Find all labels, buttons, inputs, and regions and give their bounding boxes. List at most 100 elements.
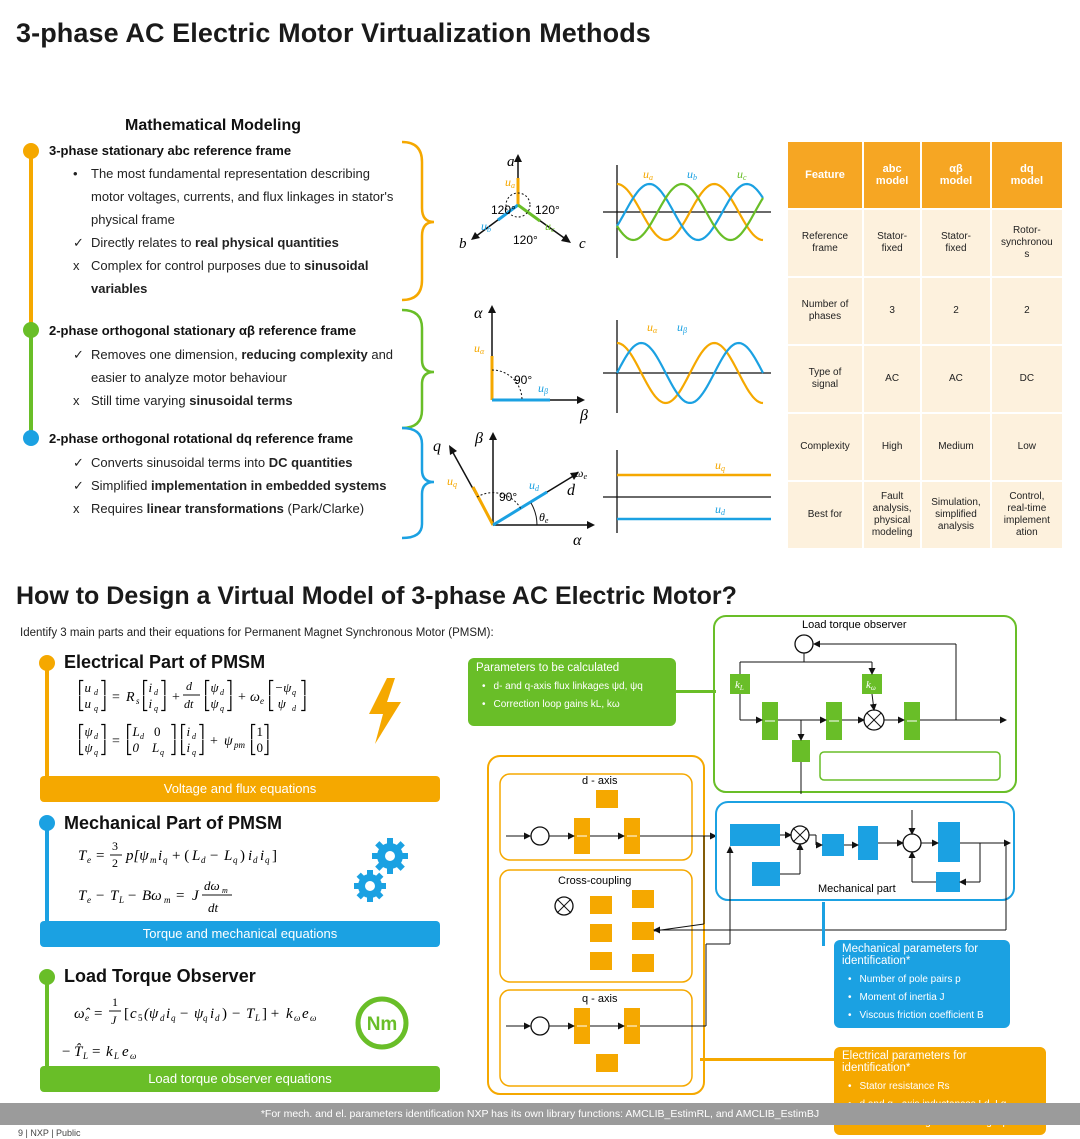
svg-text:d: d [154, 688, 159, 697]
modeling-item: ✓Simplified implementation in embedded s… [73, 474, 386, 497]
params-calculated-item: Correction loop gains kL, kω [482, 696, 668, 714]
band-electrical: Voltage and flux equations [40, 776, 440, 802]
section-items-abc: •The most fundamental representation des… [73, 162, 393, 300]
item-text: Simplified [91, 478, 151, 493]
svg-text:+: + [238, 690, 246, 705]
svg-text:⎦: ⎦ [100, 695, 107, 712]
timeline-dot-abc [23, 143, 39, 159]
dq-waveform: uq ud [603, 450, 771, 533]
dq-theta-label: θe [539, 510, 549, 525]
abc-uc-label: uc [545, 219, 555, 234]
modeling-item: ✓Directly relates to real physical quant… [73, 231, 393, 254]
svg-text:2: 2 [112, 856, 118, 870]
footer-note: *For mech. and el. parameters identifica… [0, 1103, 1080, 1125]
svg-text:d: d [253, 855, 258, 865]
svg-text:i: i [158, 848, 162, 864]
svg-text:i: i [210, 1006, 214, 1022]
svg-text:⎦: ⎦ [100, 739, 107, 756]
svg-text:q: q [171, 1013, 176, 1023]
page-title: 3-phase AC Electric Motor Virtualization… [16, 18, 651, 48]
svg-text:k: k [286, 1006, 293, 1022]
svg-text:ω: ω [250, 690, 260, 705]
svg-text:⎦: ⎦ [226, 695, 233, 712]
dq-axis-d: d [567, 482, 576, 499]
svg-text:⎤: ⎤ [170, 723, 177, 740]
svg-text:⎡1⎤: ⎡1⎤ [250, 723, 270, 740]
dq-ud-label: ud [529, 478, 540, 493]
svg-text:T: T [78, 848, 88, 864]
svg-text:L: L [223, 848, 232, 864]
svg-text:⎡ψ: ⎡ψ [204, 679, 220, 696]
item-marker: x [73, 393, 80, 408]
abc-wave-label-c: uc [737, 167, 747, 182]
svg-text:d: d [94, 732, 99, 741]
ab-waveform: uα uβ [603, 320, 771, 413]
svg-text:k: k [106, 1044, 113, 1060]
table-cell: Medium [922, 414, 990, 480]
part-title-observer: Load Torque Observer [64, 966, 256, 986]
svg-text:i: i [166, 1006, 170, 1022]
svg-text:⎣ψ: ⎣ψ [204, 695, 220, 712]
svg-text:⎡i: ⎡i [142, 679, 153, 696]
section-title-design: How to Design a Virtual Model of 3-phase… [16, 582, 737, 610]
svg-text:q: q [203, 1013, 208, 1023]
svg-text:d: d [292, 704, 297, 713]
svg-text:q: q [160, 748, 164, 757]
svg-text:d: d [201, 855, 206, 865]
item-text-after: and [367, 347, 394, 362]
svg-text:q: q [220, 704, 224, 713]
elec-params-title: Electrical parameters for identification… [842, 1050, 967, 1074]
pmsm-block-diagram: Load torque observer kL kω d - axis Cros… [487, 615, 1017, 1095]
dq-wave-label-q: uq [715, 458, 725, 473]
waveform-curve [616, 182, 764, 242]
svg-text:ω: ω [130, 1051, 136, 1061]
timeline-dot-ab [23, 322, 39, 338]
lightning-icon [369, 678, 401, 744]
svg-text:e: e [122, 1044, 129, 1060]
svg-text:dt: dt [184, 697, 194, 711]
svg-text:m: m [164, 895, 171, 905]
part-line-mechanical [45, 828, 49, 928]
abc-angle-1: 120° [491, 203, 516, 217]
table-cell: DC [991, 346, 1062, 412]
svg-text:T: T [110, 888, 120, 904]
item-text: Requires [91, 501, 147, 516]
modeling-item: easier to analyze motor behaviour [73, 366, 393, 389]
svg-text:5: 5 [138, 1013, 143, 1023]
svg-text:⎣0: ⎣0 [126, 739, 140, 756]
torque-badge-icon: Nm [355, 996, 409, 1050]
svg-text:⎣ψ: ⎣ψ [78, 739, 94, 756]
table-cell: Low [991, 414, 1062, 480]
timeline-dot-dq [23, 430, 39, 446]
mech-params-connector [822, 902, 825, 946]
ab-wave-label-beta: uβ [677, 320, 687, 335]
kL-gain-block: kL [735, 679, 744, 692]
section-head-dq: 2-phase orthogonal rotational dq referen… [49, 431, 354, 446]
part-line-observer [45, 982, 49, 1072]
item-text: easier to analyze motor behaviour [91, 370, 287, 385]
dq-wave-label-d: ud [715, 502, 726, 517]
table-cell: AC [864, 346, 921, 412]
section-head-abc: 3-phase stationary abc reference frame [49, 143, 292, 158]
dq-angle: 90° [499, 490, 517, 504]
item-marker: x [73, 258, 80, 273]
item-text: motor voltages, currents, and flux linka… [91, 189, 394, 204]
params-calculated-item: d- and q-axis flux linkages ψd, ψq [482, 678, 668, 696]
ab-axis-beta: β [579, 407, 588, 424]
svg-text:⎤: ⎤ [300, 679, 307, 696]
svg-text:q: q [192, 748, 196, 757]
section-items-dq: ✓Converts sinusoidal terms into DC quant… [73, 451, 386, 520]
svg-text:q: q [233, 855, 238, 865]
svg-text:dω: dω [204, 878, 220, 893]
svg-text:d: d [160, 1013, 165, 1023]
d-axis-label: d - axis [582, 775, 618, 787]
svg-text:ω: ω [294, 1013, 300, 1023]
timeline-orange [29, 152, 33, 328]
